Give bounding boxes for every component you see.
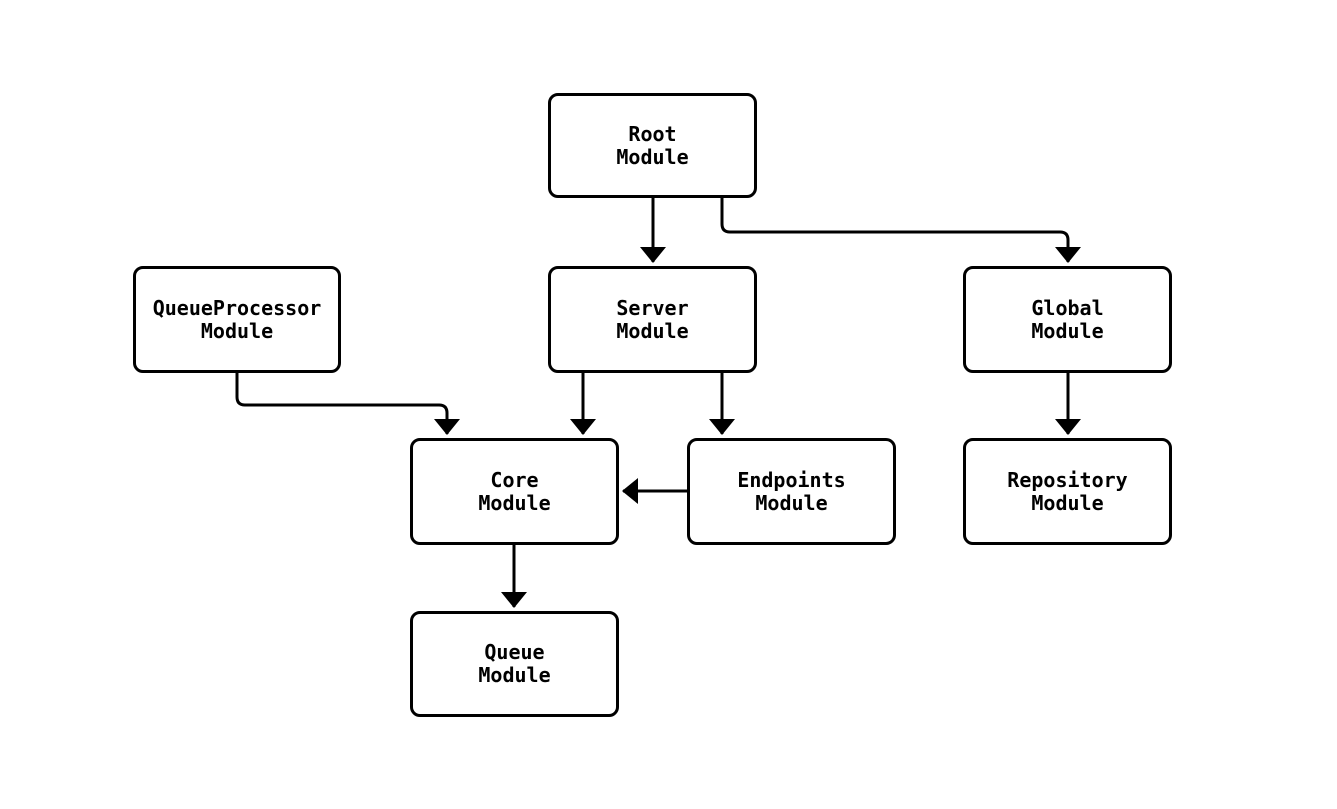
node-endpoints-module-label-line-2: Module: [755, 490, 828, 515]
node-root-module-label-line-1: Root: [628, 121, 677, 146]
node-core-module-label-line-1: Core: [490, 467, 539, 492]
node-root-module-label-line-2: Module: [616, 144, 689, 169]
node-global-module-label-line-2: Module: [1031, 318, 1104, 343]
node-repository-module-label-line-2: Module: [1031, 490, 1104, 515]
edge-queueprocessor-to-core: [235, 373, 460, 435]
node-global-module-label-line-1: Global: [1031, 295, 1104, 320]
node-queue-module-label-line-1: Queue: [484, 640, 545, 664]
node-queueprocessor-module-label-line-1: QueueProcessor: [152, 295, 322, 320]
edge-group: [235, 198, 1081, 608]
node-server-module-label-line-1: Server: [616, 295, 689, 320]
node-endpoints-module-label-line-1: Endpoints: [737, 467, 846, 492]
node-repository-module-label-line-1: Repository: [1007, 467, 1128, 492]
node-core-module-label-line-2: Module: [478, 490, 551, 515]
edge-root-to-global: [720, 198, 1081, 263]
node-server-module-label-line-2: Module: [616, 318, 689, 343]
node-queueprocessor-module-label-line-2: Module: [200, 318, 274, 343]
node-queue-module-label-line-2: Module: [478, 663, 551, 687]
